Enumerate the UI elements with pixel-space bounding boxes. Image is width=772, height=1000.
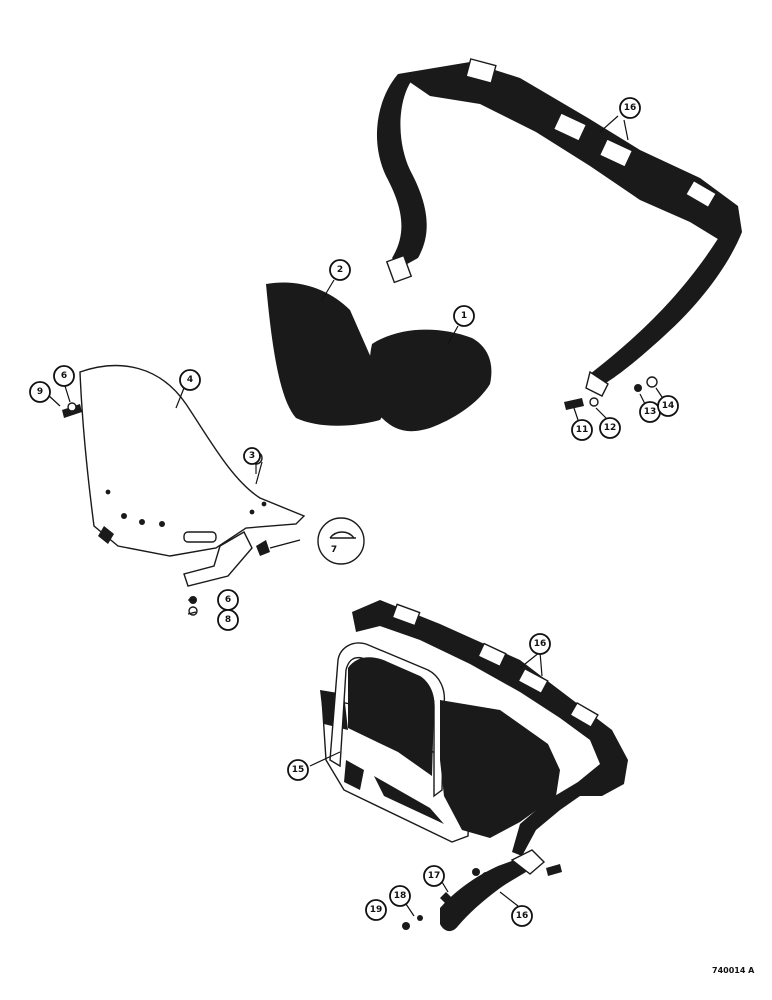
callout-9-label: 9: [37, 387, 43, 397]
seat-back-cushion: [266, 282, 388, 426]
callout-16-bottom: 16: [511, 905, 533, 927]
callout-14: 14: [657, 395, 679, 417]
callout-17-label: 17: [428, 871, 441, 881]
callout-3-label: 3: [249, 451, 255, 461]
callout-6-lower: 6: [217, 589, 239, 611]
callout-14-label: 14: [662, 401, 675, 411]
callout-6-left: 6: [53, 365, 75, 387]
callout-2-label: 2: [337, 265, 343, 275]
callout-1: 1: [453, 305, 475, 327]
lower-hardware: [402, 892, 458, 930]
anchor-hardware: [564, 376, 658, 410]
callout-16-top-label: 16: [624, 103, 637, 113]
callout-16-top: 16: [619, 97, 641, 119]
callout-8: 8: [217, 609, 239, 631]
callout-17: 17: [423, 865, 445, 887]
callout-12: 12: [599, 417, 621, 439]
callout-11-label: 11: [576, 425, 589, 435]
callout-9: 9: [29, 381, 51, 403]
callout-15: 15: [287, 759, 309, 781]
callout-18: 18: [389, 885, 411, 907]
callout-8-label: 8: [225, 615, 231, 625]
callout-11: 11: [571, 419, 593, 441]
callout-15-label: 15: [292, 765, 305, 775]
callout-2: 2: [329, 259, 351, 281]
callout-3: 3: [243, 447, 261, 465]
callout-4-label: 4: [187, 375, 193, 385]
seat-assembly: [320, 600, 628, 932]
callout-6-left-label: 6: [61, 371, 67, 381]
callout-4: 4: [179, 369, 201, 391]
callout-19-label: 19: [370, 905, 383, 915]
seat-bottom-cushion: [369, 329, 492, 432]
callout-7: 7: [331, 545, 337, 555]
callout-18-label: 18: [394, 891, 407, 901]
callout-1-label: 1: [461, 311, 467, 321]
callout-19: 19: [365, 899, 387, 921]
drawing-code: 740014 A: [712, 966, 755, 975]
seat-belt-upper: [376, 58, 742, 397]
callout-16-middle: 16: [529, 633, 551, 655]
pin-detail-circle: [317, 517, 365, 565]
callout-16-bottom-label: 16: [516, 911, 529, 921]
callout-13: 13: [639, 401, 661, 423]
callout-7-label: 7: [331, 545, 337, 555]
callout-16-middle-label: 16: [534, 639, 547, 649]
callout-6-lower-label: 6: [225, 595, 231, 605]
seat-pan: [79, 364, 306, 587]
callout-13-label: 13: [644, 407, 657, 417]
callout-12-label: 12: [604, 423, 617, 433]
